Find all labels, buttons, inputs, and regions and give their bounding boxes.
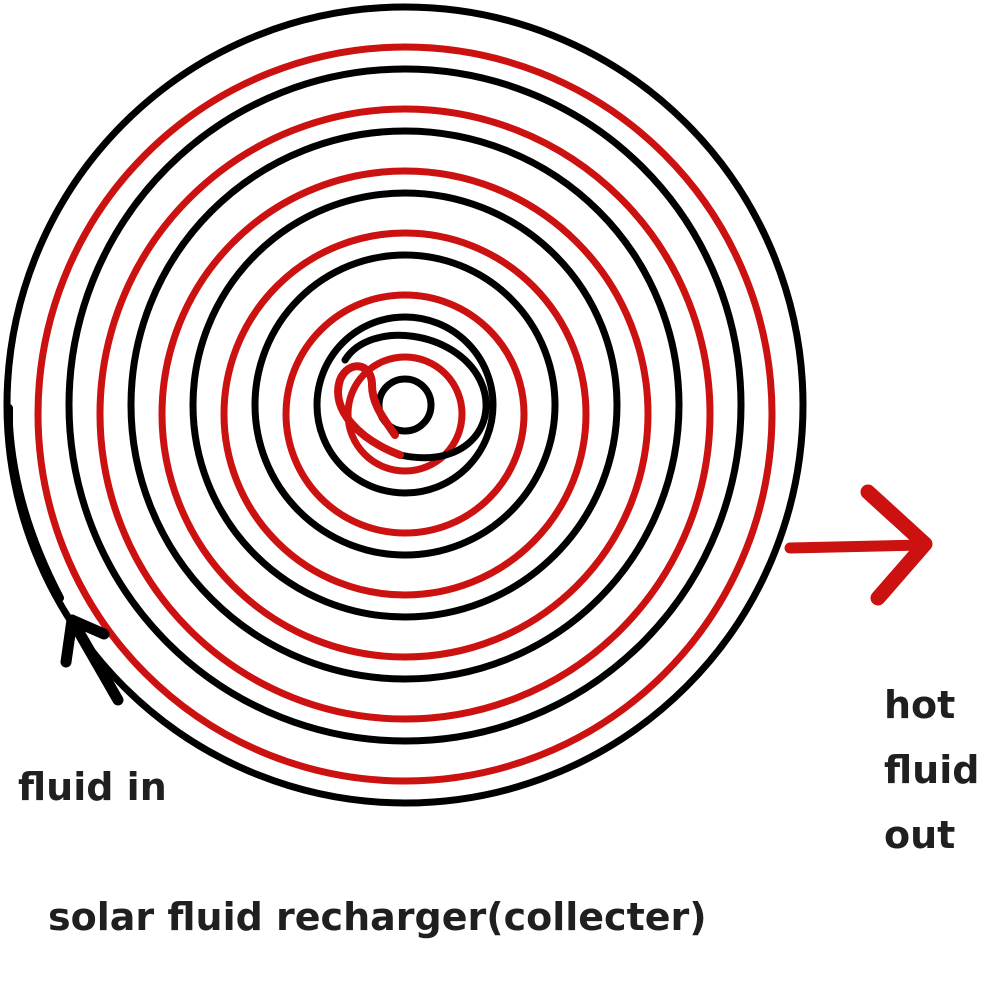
hot-coil-ring	[282, 291, 528, 537]
cold-coil-center	[341, 331, 490, 462]
hot-coil-ring	[96, 105, 714, 723]
diagram-caption: solar fluid recharger(collecter)	[48, 895, 707, 939]
hot-coil-ring	[34, 43, 776, 785]
cold-coil-ring	[251, 251, 559, 559]
hot-coil-ring	[158, 167, 652, 661]
arrow-right-icon	[860, 484, 933, 606]
hot-coil-center-hook	[334, 362, 404, 459]
hot-fluid-out-label: hot fluid out	[884, 686, 979, 881]
fluid-in-label: fluid in	[18, 765, 167, 809]
outlet-label-line-1: hot	[884, 683, 956, 727]
spiral-coil	[3, 3, 807, 807]
hot-coil-ring	[220, 229, 590, 599]
outlet-label-line-3: out	[884, 813, 956, 857]
outlet-label-line-2: fluid	[884, 748, 980, 792]
cold-coil-ring	[65, 65, 745, 745]
cold-coil-ring	[127, 127, 683, 683]
cold-coil-ring	[313, 313, 497, 497]
outlet-pipe	[784, 539, 929, 554]
inlet-pipe	[5, 404, 64, 602]
arrow-up-left-icon	[60, 614, 124, 706]
cold-coil-ring	[189, 189, 621, 621]
cold-coil-ring	[3, 3, 807, 807]
